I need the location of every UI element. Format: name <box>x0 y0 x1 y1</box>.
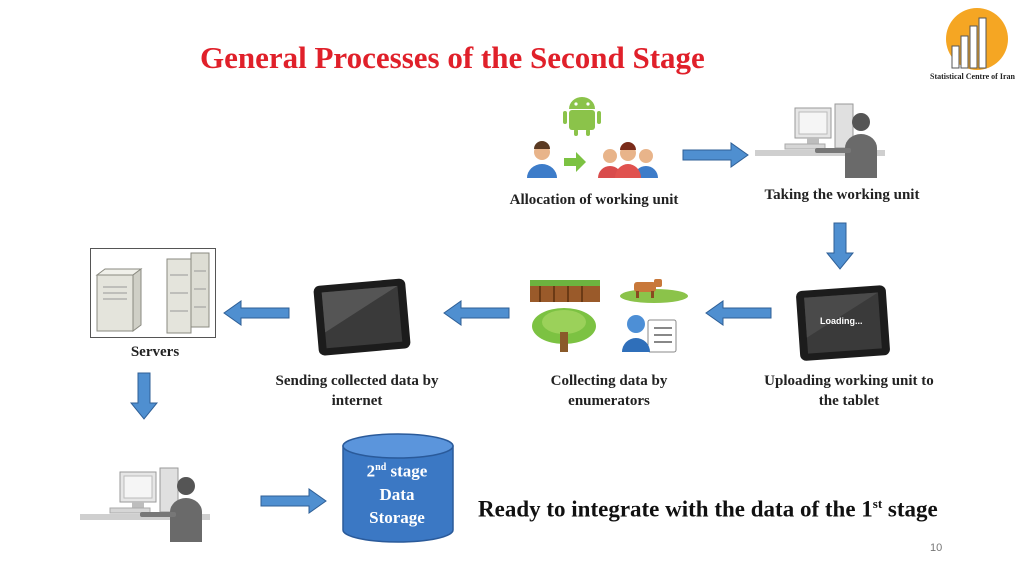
computer-user-icon <box>80 467 210 542</box>
collecting-data-icon <box>530 279 688 353</box>
step-uploading-label: Uploading working unit to the tablet <box>764 373 934 409</box>
servers-image <box>90 248 216 338</box>
storage-line3: Storage <box>369 507 425 527</box>
user-form-icon <box>622 315 677 353</box>
people-group-icon <box>598 142 658 178</box>
step-allocation-label: Allocation of working unit <box>509 192 679 208</box>
storage-label: 2nd stage Data Storage <box>342 456 452 529</box>
step-taking-label: Taking the working unit <box>764 187 920 203</box>
person-icon <box>527 141 557 178</box>
tablet-screen-text: Loading... <box>820 316 863 326</box>
servers-icon <box>95 252 210 334</box>
page-title: General Processes of the Second Stage <box>200 40 705 75</box>
allocation-icon <box>527 97 658 178</box>
storage-line2: Data <box>379 484 415 504</box>
statistical-centre-logo <box>946 8 1008 70</box>
arrow-down-icon <box>826 222 854 270</box>
tree-icon <box>532 308 596 352</box>
farm-field-icon <box>530 280 600 302</box>
storage-suffix: nd <box>375 462 387 473</box>
cow-icon <box>620 279 688 303</box>
step-collecting-label: Collecting data by enumerators <box>550 373 668 409</box>
tablet-icon <box>313 278 411 356</box>
arrow-down-icon <box>130 372 158 420</box>
page-number: 10 <box>930 542 943 554</box>
arrow-left-icon <box>443 300 510 326</box>
final-note-prefix: Ready to integrate with the data of the … <box>478 496 873 522</box>
step-sending-label: Sending collected data by internet <box>275 373 439 409</box>
final-note-sup: st <box>872 496 883 511</box>
storage-line1: stage <box>390 461 428 481</box>
logo-text: Statistical Centre of Iran <box>930 72 1015 81</box>
arrow-right-icon <box>682 142 749 168</box>
arrow-right-icon <box>260 488 327 514</box>
arrow-left-icon <box>705 300 772 326</box>
computer-user-icon <box>755 103 885 178</box>
final-note-suffix: stage <box>882 496 938 522</box>
tablet-loading-icon: Loading... <box>796 285 890 361</box>
storage-number: 2 <box>366 461 376 481</box>
step-servers-label: Servers <box>130 344 180 360</box>
data-storage-cylinder <box>342 433 454 543</box>
final-note: Ready to integrate with the data of the … <box>478 496 938 523</box>
arrow-left-icon <box>223 300 290 326</box>
android-icon <box>563 97 601 136</box>
